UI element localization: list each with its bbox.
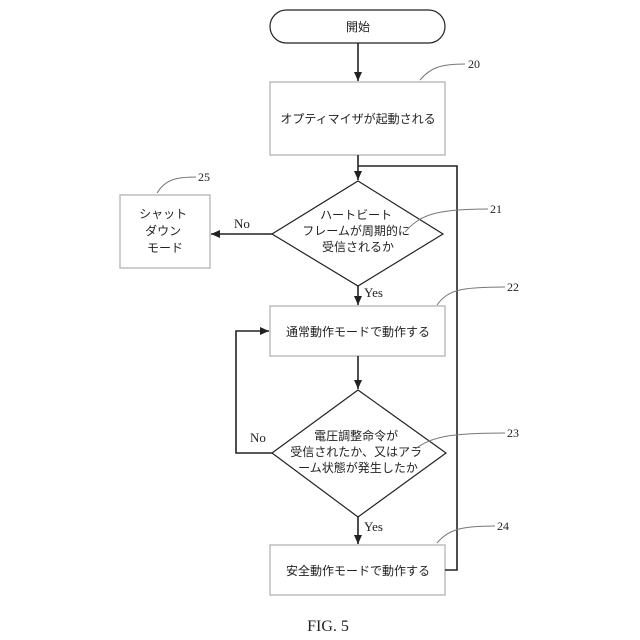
safe-mode-box: 安全動作モードで動作する	[270, 545, 445, 595]
voltage-no-label: No	[250, 430, 266, 445]
ref-24: 24	[497, 519, 509, 533]
ref-25: 25	[198, 170, 210, 184]
optimizer-start-box: オプティマイザが起動される	[270, 82, 445, 155]
start-terminal: 開始	[270, 10, 445, 43]
shutdown-mode-box: シャット ダウン モード	[120, 195, 210, 268]
heartbeat-no-label: No	[234, 216, 250, 231]
ref-21: 21	[490, 202, 502, 216]
heartbeat-yes-label: Yes	[364, 285, 383, 300]
normal-mode-label: 通常動作モードで動作する	[286, 325, 430, 339]
ref-leader-24	[437, 526, 495, 543]
heartbeat-check-diamond: ハートビート フレームが周期的に 受信されるか	[272, 181, 443, 286]
voltage-alarm-diamond: 電圧調整命令が 受信されたか、又はアラ ーム状態が発生したか	[272, 390, 446, 517]
safe-mode-label: 安全動作モードで動作する	[286, 563, 430, 578]
start-label: 開始	[346, 20, 370, 34]
ref-22: 22	[507, 280, 519, 294]
ref-leader-20	[420, 64, 465, 80]
optimizer-start-label: オプティマイザが起動される	[280, 111, 435, 126]
figure-caption: FIG. 5	[307, 618, 349, 635]
normal-mode-box: 通常動作モードで動作する	[270, 306, 445, 356]
ref-23: 23	[507, 426, 519, 440]
ref-leader-25	[157, 177, 196, 193]
ref-20: 20	[468, 57, 480, 71]
voltage-yes-label: Yes	[364, 519, 383, 534]
ref-leader-22	[437, 287, 505, 305]
